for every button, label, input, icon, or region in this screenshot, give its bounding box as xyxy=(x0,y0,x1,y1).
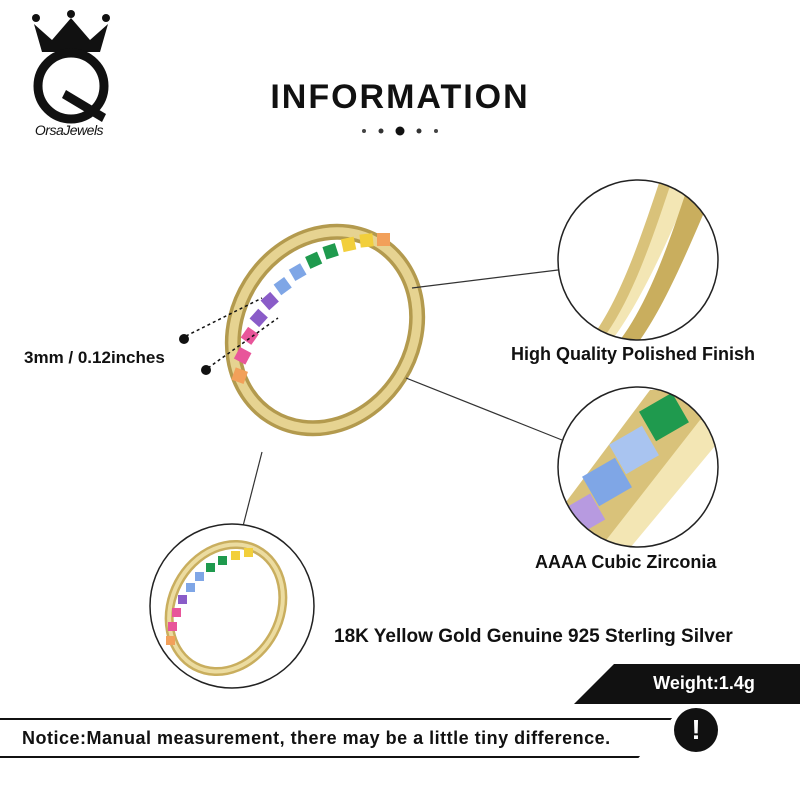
zoom-polished-finish xyxy=(557,179,719,341)
brand-name: OrsaJewels xyxy=(34,122,104,138)
gemstone-row xyxy=(231,233,390,385)
exclamation-icon: ! xyxy=(674,708,718,752)
callout-lines xyxy=(241,269,563,531)
material-caption: 18K Yellow Gold Genuine 925 Sterling Sil… xyxy=(334,626,733,647)
measure-point-top xyxy=(179,334,189,344)
measure-point-bottom xyxy=(201,365,211,375)
cubic-zirconia-caption: AAAA Cubic Zirconia xyxy=(535,552,717,572)
width-caption: 3mm / 0.12inches xyxy=(24,348,165,367)
notice-text: Notice:Manual measurement, there may be … xyxy=(22,728,611,748)
logo-tail xyxy=(62,90,106,122)
polished-finish-caption: High Quality Polished Finish xyxy=(511,344,756,364)
zoom-ring-overview xyxy=(149,523,315,689)
crown-icon xyxy=(32,10,110,52)
logo-letter: O xyxy=(71,99,72,101)
zoom-cubic-zirconia xyxy=(557,386,719,548)
main-ring xyxy=(224,223,426,437)
logo-ring xyxy=(33,48,109,124)
title-dots-decoration xyxy=(362,126,438,136)
weight-banner xyxy=(574,664,800,704)
width-measurement xyxy=(185,297,279,369)
page-title: INFORMATION xyxy=(270,78,530,116)
weight-label: Weight:1.4g xyxy=(653,673,755,693)
brand-logo: O xyxy=(32,10,110,124)
